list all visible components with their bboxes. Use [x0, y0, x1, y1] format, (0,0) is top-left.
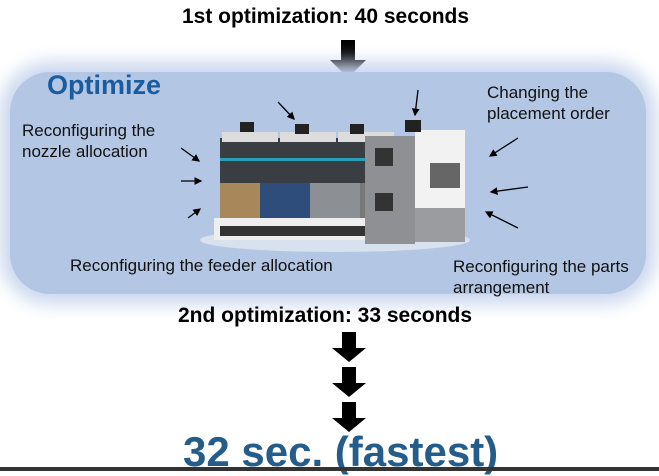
- bottom-divider: [0, 467, 659, 471]
- placement-machine-image: [200, 120, 470, 252]
- placement-order-label: Changing the placement order: [487, 83, 610, 123]
- down-arrow-icon: [332, 332, 366, 362]
- pointer-arrows: [180, 89, 529, 229]
- nozzle-allocation-label: Reconfiguring the nozzle allocation: [22, 121, 156, 161]
- down-arrow-icon: [332, 367, 366, 397]
- optimize-title: Optimize: [47, 70, 162, 100]
- parts-arrangement-label: Reconfiguring the parts arrangement: [453, 257, 629, 297]
- down-arrow-icon: [330, 40, 366, 78]
- down-arrow-icon: [332, 402, 366, 432]
- first-optimization-label: 1st optimization: 40 seconds: [182, 5, 470, 28]
- second-optimization-label: 2nd optimization: 33 seconds: [178, 304, 473, 327]
- down-arrows-stack: [332, 332, 366, 432]
- arrow-icon: [180, 89, 529, 229]
- feeder-allocation-label: Reconfiguring the feeder allocation: [70, 256, 333, 275]
